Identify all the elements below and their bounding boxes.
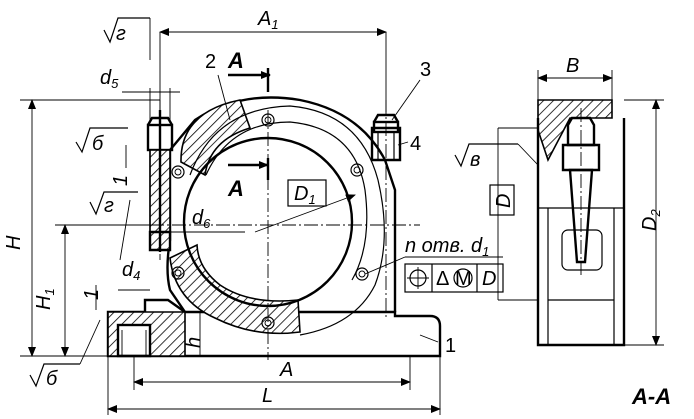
callout-4: 4 [410,133,421,155]
dim-D: D [493,194,515,208]
tolerance-frame: Δ M D [404,263,504,293]
svg-text:Δ: Δ [436,268,449,290]
dim-H: H [3,235,25,250]
cut-A-mid: A [227,176,244,201]
roughness-v-right: в [470,149,480,171]
svg-text:D: D [482,268,496,290]
dim-d5: d5 [100,67,119,91]
dim-B: B [566,55,579,77]
svg-text:M: M [455,268,472,290]
dim-H1: H1 [33,288,57,310]
dim-A1: A1 [257,8,279,32]
view-label-A-A: A-A [631,384,671,409]
dim-h: h [183,337,205,348]
base-plate [106,298,442,358]
D1-frame [287,179,327,207]
svg-text:г: г [104,195,114,217]
roughness-r-top: г [103,17,151,60]
section-view: B D D2 в A-A [454,55,671,409]
roughness-b-lower: б [29,319,101,390]
dim-1-lower: 1 [81,289,103,300]
holes-note: n отв. d1 [405,235,489,259]
cut-A-top: A [227,48,244,73]
svg-text:б: б [46,368,58,390]
dim-d6: d6 [192,207,211,231]
top-ring-hatch [180,99,252,177]
dim-L: L [262,385,273,407]
callout-1: 1 [445,335,456,357]
roughness-g-mid: г [89,191,138,261]
dim-A: A [279,359,293,381]
foot-hole [116,323,152,358]
bottom-ring-hatch [169,243,301,335]
dim-D2: D2 [639,209,663,231]
callout-2: 2 [205,51,216,73]
dim-1-upper: 1 [110,175,132,186]
callout-3: 3 [420,59,431,81]
svg-text:б: б [92,133,104,155]
dim-d4: d4 [122,259,140,283]
roughness-b-upper: б [75,127,128,155]
dim-D1: D1 [294,183,316,207]
housing-body [166,96,402,336]
foot-section-hatch [107,311,186,357]
svg-text:г: г [116,23,126,45]
